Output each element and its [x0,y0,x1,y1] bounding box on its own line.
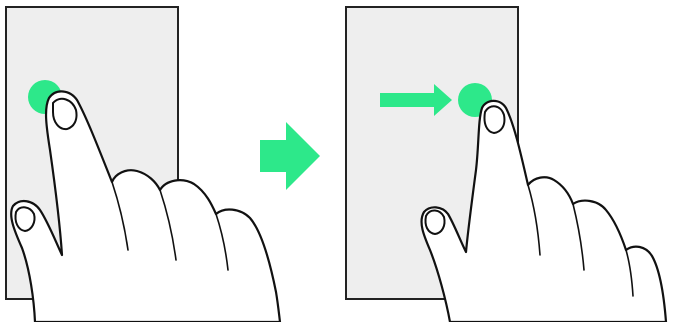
swipe-step-drawing [338,0,675,322]
swipe-step-panel [338,0,675,322]
right-arrow-icon [258,120,322,192]
